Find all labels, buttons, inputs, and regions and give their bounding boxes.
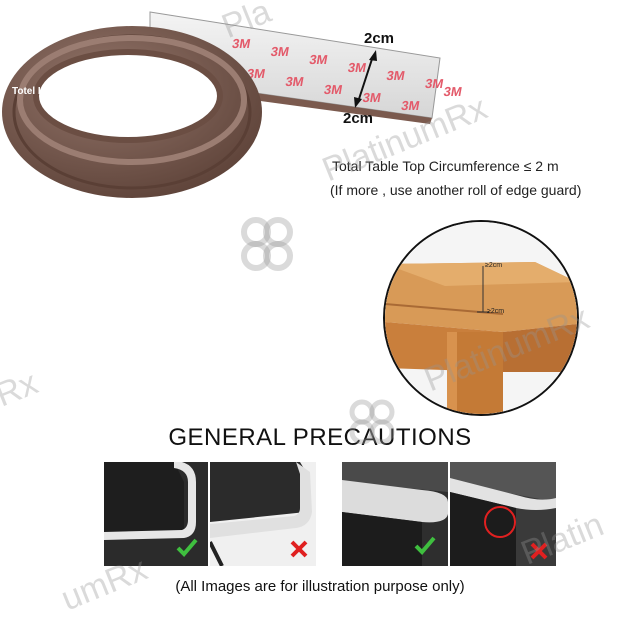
precaution-panel-correct-1 (104, 462, 208, 566)
check-icon (176, 538, 198, 557)
callout-side-label: ≥2cm (487, 308, 505, 315)
svg-text:3M: 3M (347, 60, 368, 75)
svg-text:3M: 3M (284, 74, 305, 89)
circumference-text: Total Table Top Circumference ≤ 2 m (332, 158, 559, 174)
svg-text:3M: 3M (424, 76, 445, 91)
watermark-fragment-left: Rx (0, 363, 43, 415)
precaution-panel-incorrect-2 (450, 462, 556, 566)
width-bottom-label: 2cm (343, 110, 374, 127)
svg-text:3M: 3M (308, 52, 329, 67)
cross-icon (530, 542, 548, 560)
table-corner-photo: ≥2cm ≥2cm (383, 220, 579, 416)
watermark-logo-icon (349, 399, 395, 444)
illustration-disclaimer: (All Images are for illustration purpose… (175, 578, 465, 595)
check-icon (414, 536, 436, 555)
svg-text:3M: 3M (323, 82, 344, 97)
watermark-logo-icon (241, 217, 293, 271)
precautions-title: GENERAL PRECAUTIONS (168, 424, 472, 451)
svg-text:3M: 3M (270, 44, 291, 59)
total-length-label: Totel Length = 2m (12, 86, 98, 97)
precaution-panel-incorrect-1 (210, 462, 316, 566)
circumference-note: (If more , use another roll of edge guar… (330, 182, 582, 198)
width-top-label: 2cm (364, 30, 395, 47)
svg-text:3M: 3M (385, 68, 406, 83)
svg-text:3M: 3M (361, 90, 382, 105)
callout-top-label: ≥2cm (485, 262, 503, 269)
svg-text:3M: 3M (400, 98, 421, 113)
cross-icon (290, 540, 308, 558)
precaution-panel-correct-2 (342, 462, 448, 566)
svg-text:3M: 3M (443, 84, 464, 99)
svg-text:3M: 3M (231, 36, 252, 51)
